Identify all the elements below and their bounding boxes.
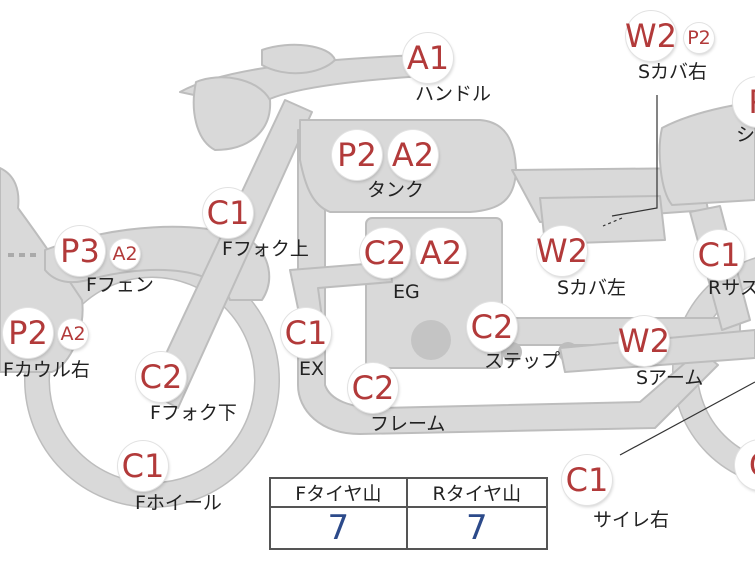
badge-side-cover-left-w2: W2 bbox=[536, 226, 588, 276]
badge-engine-a2: A2 bbox=[416, 228, 466, 278]
badge-rear-wheel-c: C bbox=[735, 440, 755, 490]
seat-shape bbox=[658, 101, 755, 206]
badge-fork-upper-c1: C1 bbox=[203, 188, 253, 238]
front-tire-value: 7 bbox=[269, 506, 408, 550]
label-silencer-right: サイレ右 bbox=[593, 509, 670, 531]
badge-fork-lower-c2: C2 bbox=[136, 352, 186, 402]
rear-tire-header: Rタイヤ山 bbox=[405, 477, 549, 508]
badge-engine-c2: C2 bbox=[360, 228, 410, 278]
badge-cowl-a2: A2 bbox=[58, 319, 88, 349]
label-fork-lower: Fフォク下 bbox=[150, 402, 237, 424]
badge-seat-p: P bbox=[733, 77, 755, 127]
label-seat: シ bbox=[736, 124, 755, 146]
badge-exhaust-c1: C1 bbox=[281, 308, 331, 358]
front-tire-header: Fタイヤ山 bbox=[269, 477, 408, 508]
badge-step-c2: C2 bbox=[467, 302, 517, 352]
badge-rear-suspension-c1: C1 bbox=[694, 230, 744, 280]
label-front-wheel: Fホイール bbox=[135, 492, 222, 514]
rear-tire-value: 7 bbox=[405, 506, 549, 550]
badge-side-cover-right-p2: P2 bbox=[684, 23, 714, 53]
label-engine: EG bbox=[393, 281, 420, 303]
label-fender: Fフェン bbox=[86, 274, 154, 296]
badge-tank-p2: P2 bbox=[332, 130, 382, 180]
label-side-cover-left: Sカバ左 bbox=[557, 277, 627, 299]
badge-silencer-right-c1: C1 bbox=[562, 455, 612, 505]
tire-tread-table: Fタイヤ山 Rタイヤ山 7 7 bbox=[269, 477, 549, 550]
label-exhaust: EX bbox=[299, 358, 325, 380]
badge-fender-a2: A2 bbox=[110, 239, 140, 269]
label-swingarm: Sアーム bbox=[636, 367, 704, 389]
label-frame: フレーム bbox=[370, 413, 446, 435]
badge-swingarm-w2: W2 bbox=[618, 316, 670, 366]
badge-side-cover-right-w2: W2 bbox=[625, 11, 677, 61]
badge-cowl-p2: P2 bbox=[3, 308, 53, 358]
label-cowl-right: Fカウル右 bbox=[3, 359, 90, 381]
label-tank: タンク bbox=[367, 179, 425, 201]
badge-frame-c2: C2 bbox=[348, 363, 398, 413]
label-step: ステップ bbox=[484, 350, 561, 372]
badge-fender-p3: P3 bbox=[55, 226, 105, 276]
label-fork-upper: Fフォク上 bbox=[222, 238, 309, 260]
badge-tank-a2: A2 bbox=[388, 130, 438, 180]
label-handle: ハンドル bbox=[415, 83, 492, 105]
badge-handle-a1: A1 bbox=[403, 33, 453, 83]
label-side-cover-right: Sカバ右 bbox=[638, 61, 708, 83]
badge-front-wheel-c1: C1 bbox=[118, 441, 168, 491]
label-rear-suspension: Rサス bbox=[708, 277, 755, 299]
